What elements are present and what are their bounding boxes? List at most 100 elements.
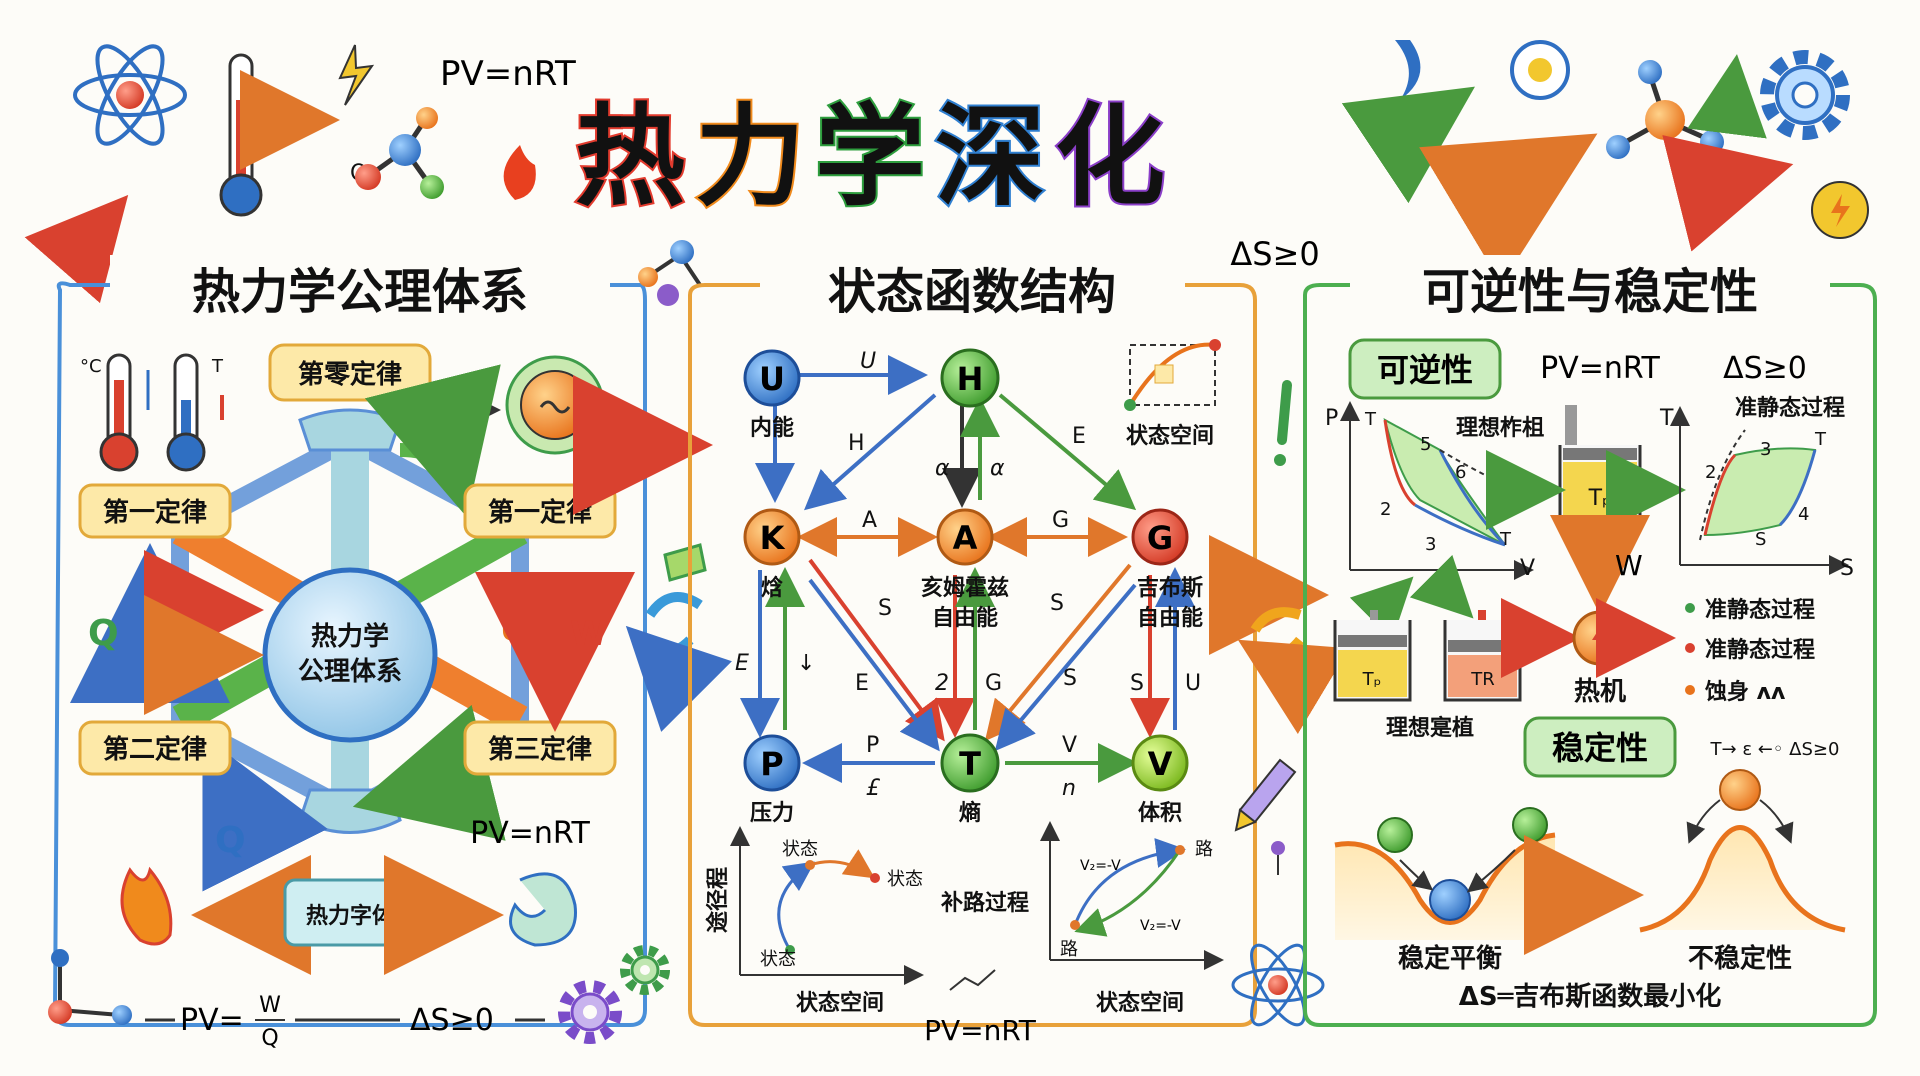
reversible-box	[1348, 338, 1502, 400]
node-u-label: 内能	[750, 415, 794, 441]
node-p-letter: P	[760, 745, 783, 783]
atom-icon-bottom	[1231, 943, 1325, 1027]
node-t-letter: T	[959, 745, 981, 783]
zero-law-label: 第零定律	[298, 359, 402, 390]
rev-entropy: ΔS≥0	[1723, 351, 1807, 386]
small-chart-icon	[949, 969, 996, 991]
edge-s-g: S	[1130, 671, 1144, 696]
green-up-arrow-icon	[1687, 54, 1767, 139]
edge-v-lower: n	[1062, 776, 1076, 801]
panel-axioms-title: 热力学公理体系	[192, 264, 528, 320]
unstable-hill-illustration	[1639, 769, 1846, 933]
subplot-path-right	[1040, 821, 1224, 970]
sub-right-v1: V₂=-V	[1080, 858, 1121, 874]
node-t-label: 熵	[958, 800, 981, 826]
thermo-t-label: T	[211, 356, 224, 377]
ts-title: 准静态过程	[1735, 395, 1845, 421]
pv-n3: 3	[1425, 534, 1436, 555]
edge-e-left: E	[855, 671, 869, 696]
connector-molecule-icon	[638, 240, 702, 306]
edge-h-left: H	[848, 431, 865, 456]
edge-a-mid2: α	[990, 456, 1005, 481]
edge-mid-2: 2	[935, 671, 949, 696]
gear-icon-purple	[558, 980, 622, 1044]
cycle-arrows-icon-right	[1255, 612, 1300, 655]
node-h: H	[940, 348, 1000, 408]
node-g: G 吉布斯 自由能	[1131, 508, 1203, 631]
edge-a-left: A	[862, 508, 877, 533]
pv-x-label: V	[1520, 556, 1535, 581]
node-p-label: 压力	[750, 801, 794, 826]
edge-v-label: V	[1062, 733, 1077, 758]
edge-p-right: S	[1063, 666, 1077, 691]
energy-badge-icon	[1811, 181, 1869, 239]
node-p: P 压力	[743, 734, 801, 826]
panel-reversibility: 可逆性与稳定性 可逆性 PV=nRT ΔS≥0 P T V T 5 6 2 3 …	[1303, 255, 1877, 1027]
ideal-piston-label: 理想柞柤	[1456, 415, 1544, 441]
unstable-label: 不稳定性	[1688, 943, 1792, 974]
molecule-icon	[355, 107, 444, 199]
box-icon	[663, 543, 707, 582]
edge-mid-g: G	[985, 671, 1002, 696]
green-up-arrow-piston	[1349, 576, 1414, 641]
molecule-icon-right	[1606, 60, 1724, 159]
center-line2: 公理体系	[298, 657, 402, 687]
pv-n6: 6	[1455, 462, 1466, 483]
sub-left-xlabel: 状态空间	[796, 990, 884, 1016]
panel-rev-border	[1303, 283, 1877, 1027]
header: Q PV=nRT 热 力 学 深 化	[24, 40, 1869, 304]
center-line1: 热力学	[311, 621, 389, 652]
footer-q: Q	[261, 1026, 278, 1051]
stability-box	[1523, 716, 1677, 778]
edge-p-label: P	[866, 733, 879, 758]
pink-arrow-icon	[24, 194, 129, 304]
bullet-list: 准静态过程 准静态过程 蚀身 ᴧᴧ	[1685, 597, 1815, 705]
main-title: 热 力 学 深 化	[573, 91, 1167, 223]
sub-right-v2: V₂=-V	[1140, 918, 1181, 934]
pv-y-label: P	[1325, 406, 1338, 431]
stability-formula: T→ ε ←◦ ΔS≥0	[1710, 739, 1840, 760]
bottom-piston-label: 理想寔植	[1386, 715, 1474, 741]
panel-state-border	[688, 283, 1257, 1027]
green-arrow-icon	[1341, 86, 1475, 204]
sub-left-state2: 状态	[887, 869, 923, 890]
ts-s-label: S	[1755, 529, 1766, 550]
ts-n2: 2	[1705, 462, 1716, 483]
node-v-label: 体积	[1138, 801, 1182, 826]
ideal-gas-label: PV=nRT	[470, 816, 590, 851]
node-a-label2: 自由能	[932, 605, 998, 631]
panel-rev-title: 可逆性与稳定性	[1422, 264, 1758, 320]
header-formula: PV=nRT	[440, 54, 576, 94]
node-k-label: 焓	[761, 575, 783, 601]
piston-tp2: Tₚ	[1362, 669, 1382, 690]
gear-icon-green	[620, 945, 670, 995]
stability-label: 稳定性	[1552, 729, 1648, 767]
bullet-2: 准静态过程	[1705, 637, 1815, 663]
atom-icon	[73, 44, 187, 146]
edge-g-right: G	[1052, 508, 1069, 533]
rev-w-label: W	[1615, 549, 1643, 582]
edge-u-g: U	[1185, 671, 1201, 696]
footer-entropy: ΔS≥0	[410, 1003, 494, 1038]
footer-pv: PV=	[180, 1003, 244, 1038]
node-u-letter: U	[759, 360, 785, 398]
axiom-center-circle	[262, 567, 438, 743]
node-a: A 亥姆霍兹 自由能	[921, 508, 1009, 631]
title-char-4: 深	[935, 93, 1045, 221]
sub-right-p1: 路	[1195, 839, 1213, 860]
ts-y-label: T	[1659, 406, 1674, 431]
top-entropy-label: ΔS≥0	[1230, 235, 1319, 273]
gear-icon	[1760, 50, 1850, 140]
w-label: W	[570, 614, 608, 654]
node-a-letter: A	[953, 519, 978, 557]
first-law-left-box	[78, 483, 232, 539]
ts-x-label: S	[1840, 556, 1854, 581]
ts-n4: 4	[1798, 504, 1809, 525]
node-g-label1: 吉布斯	[1137, 575, 1203, 601]
node-v-letter: V	[1148, 745, 1173, 783]
ts-n3: 3	[1760, 439, 1771, 460]
panel-axioms: 热力学公理体系 °C T 第零定律	[48, 255, 670, 1051]
piston-tr: TR	[1470, 669, 1495, 690]
sub-left-ylabel: 途径程	[705, 867, 731, 933]
